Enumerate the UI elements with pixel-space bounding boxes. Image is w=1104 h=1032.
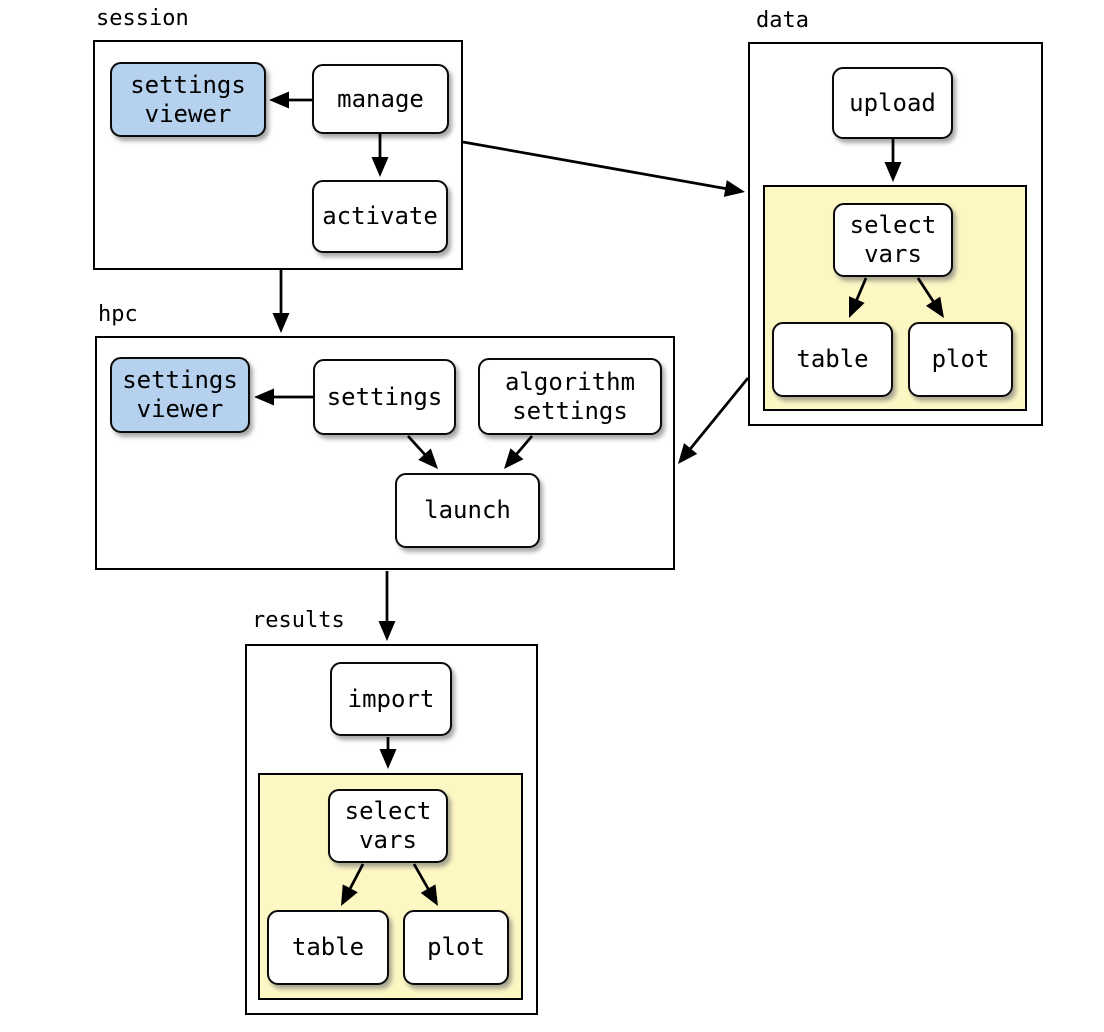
- cluster-results: [245, 644, 538, 1015]
- node-activate: activate: [312, 180, 448, 253]
- cluster-session: [93, 40, 463, 270]
- node-launch: launch: [395, 473, 540, 548]
- cluster-hpc: [95, 336, 675, 570]
- node-label: viewer: [144, 99, 232, 128]
- cluster-label-hpc: hpc: [98, 302, 138, 327]
- node-results-table: table: [267, 910, 389, 985]
- node-upload: upload: [832, 67, 953, 139]
- node-label: select: [849, 211, 937, 239]
- node-label: plot: [427, 933, 485, 961]
- node-results-select-vars: select vars: [328, 789, 448, 863]
- node-results-plot: plot: [403, 910, 509, 985]
- node-session-settings-viewer: settings viewer: [110, 62, 266, 137]
- node-import: import: [330, 662, 452, 736]
- node-label: import: [347, 684, 435, 713]
- node-label: algorithm: [504, 367, 636, 396]
- edge-session-to-hpc: [272, 270, 290, 333]
- node-label: settings: [512, 396, 628, 425]
- edge-data-to-hpc: [678, 377, 750, 464]
- cluster-label-session: session: [96, 6, 189, 31]
- node-manage: manage: [312, 64, 449, 134]
- node-data-plot: plot: [908, 322, 1013, 397]
- cluster-label-data: data: [756, 8, 809, 33]
- node-label: select: [344, 797, 432, 825]
- edge-session-to-data: [462, 140, 745, 197]
- node-label: launch: [424, 496, 511, 524]
- node-label: vars: [864, 240, 922, 268]
- node-label: vars: [359, 826, 417, 854]
- node-label: activate: [322, 202, 438, 230]
- node-label: viewer: [136, 395, 224, 423]
- edge-hpc-to-results: [378, 571, 396, 641]
- cluster-label-results: results: [252, 608, 345, 633]
- node-label: settings: [130, 70, 246, 99]
- node-label: manage: [337, 84, 424, 113]
- node-label: upload: [849, 88, 936, 117]
- node-settings: settings: [313, 359, 456, 435]
- node-hpc-settings-viewer: settings viewer: [110, 357, 250, 433]
- cluster-data: [748, 42, 1043, 426]
- node-algorithm-settings: algorithm settings: [478, 358, 662, 435]
- node-label: settings: [122, 366, 238, 394]
- node-label: plot: [931, 345, 990, 373]
- node-label: settings: [326, 382, 443, 411]
- node-label: table: [796, 345, 869, 373]
- node-label: table: [291, 933, 365, 961]
- node-data-table: table: [772, 322, 893, 397]
- node-data-select-vars: select vars: [833, 203, 953, 277]
